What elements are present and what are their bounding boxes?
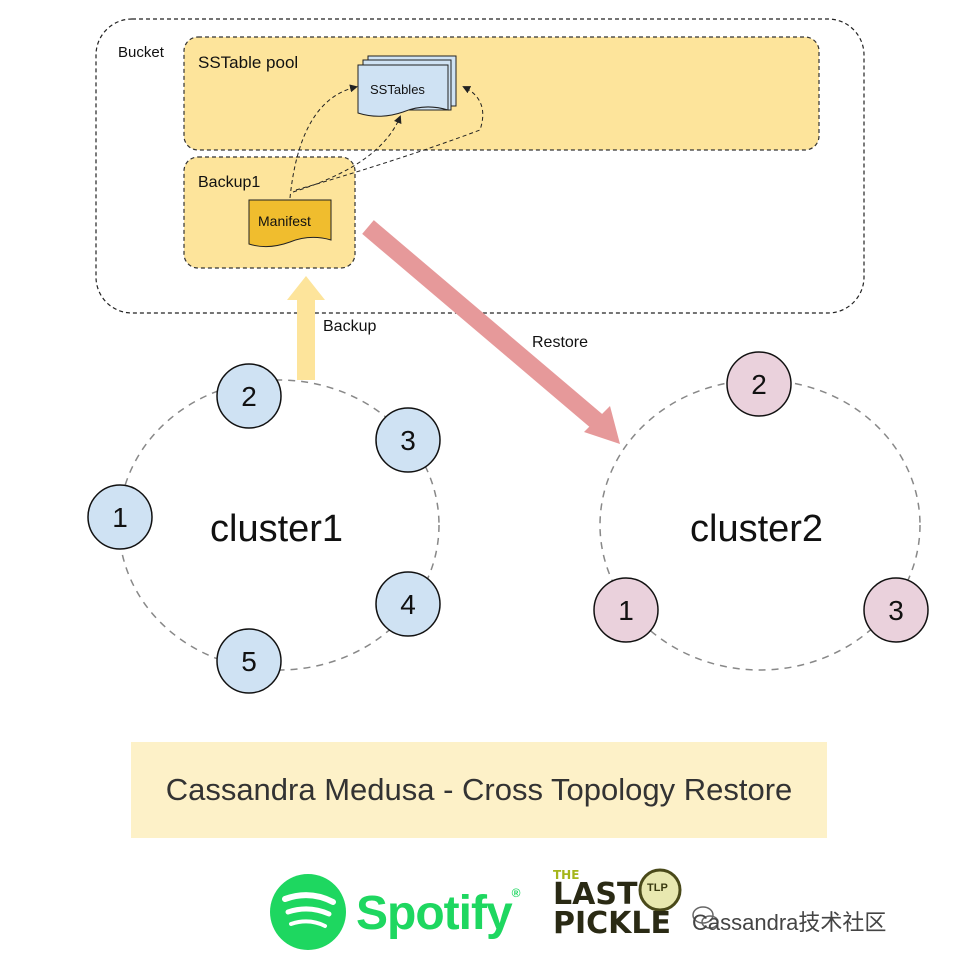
cluster1-node-4	[375, 571, 441, 637]
restore-arrow-label: Restore	[532, 334, 589, 351]
tlp-last: LAST	[553, 877, 638, 913]
cluster1-node-2	[216, 363, 282, 429]
spotify-registered-mark: ®	[511, 886, 521, 900]
tlp-badge-text: TLP	[647, 882, 668, 894]
diagram-title-text: Cassandra Medusa - Cross Topology Restor…	[165, 772, 793, 807]
cluster2-node-label: 1	[618, 595, 634, 626]
tlp-badge-icon	[638, 868, 682, 912]
cluster1-node-3	[375, 407, 441, 473]
cluster2-node-1	[593, 577, 659, 643]
cluster1-node-label: 5	[241, 646, 257, 677]
watermark-text: Cassandra技术社区	[692, 910, 887, 935]
cluster1-node-1	[87, 484, 153, 550]
bucket-label: Bucket	[118, 44, 164, 61]
manifest-doc-icon	[248, 199, 332, 248]
cluster1-nodes: 1 2 3 4 5	[87, 363, 441, 694]
sstables-label: SSTables	[370, 82, 425, 97]
sstables-doc-icon	[357, 55, 457, 117]
tlp-the: THE	[553, 868, 580, 882]
manifest-label: Manifest	[258, 213, 311, 229]
tlp-pickle: PICKLE	[553, 905, 672, 941]
cluster1-label: cluster1	[210, 508, 344, 550]
spotify-wordmark: Spotify®	[356, 886, 520, 941]
cluster2-node-label: 2	[751, 369, 767, 400]
cluster2-label: cluster2	[690, 508, 824, 550]
wechat-icon	[692, 906, 719, 929]
cluster1-node-label: 1	[112, 502, 128, 533]
cluster1-node-label: 2	[241, 381, 257, 412]
diagram-title: Cassandra Medusa - Cross Topology Restor…	[131, 742, 827, 838]
manifest-reference-arrows	[289, 84, 484, 199]
sstable-pool-box	[183, 36, 820, 151]
cluster2-node-label: 3	[888, 595, 904, 626]
sstable-pool-label: SSTable pool	[198, 53, 299, 72]
backup-arrow-label: Backup	[323, 318, 377, 335]
restore-arrow	[362, 220, 620, 444]
spotify-logo-icon	[270, 874, 346, 950]
cluster1-node-5	[216, 628, 282, 694]
cluster2-nodes: 1 2 3	[593, 351, 929, 643]
the-last-pickle-logo: THE LAST PICKLE	[553, 868, 672, 941]
cluster1-node-label: 4	[400, 589, 416, 620]
cluster2-node-2	[726, 351, 792, 417]
backup-arrow	[287, 276, 325, 380]
spotify-text: Spotify	[356, 887, 513, 940]
cluster2-node-3	[863, 577, 929, 643]
cluster1-node-label: 3	[400, 425, 416, 456]
backup1-label: Backup1	[198, 174, 261, 191]
bucket-container	[95, 18, 865, 314]
